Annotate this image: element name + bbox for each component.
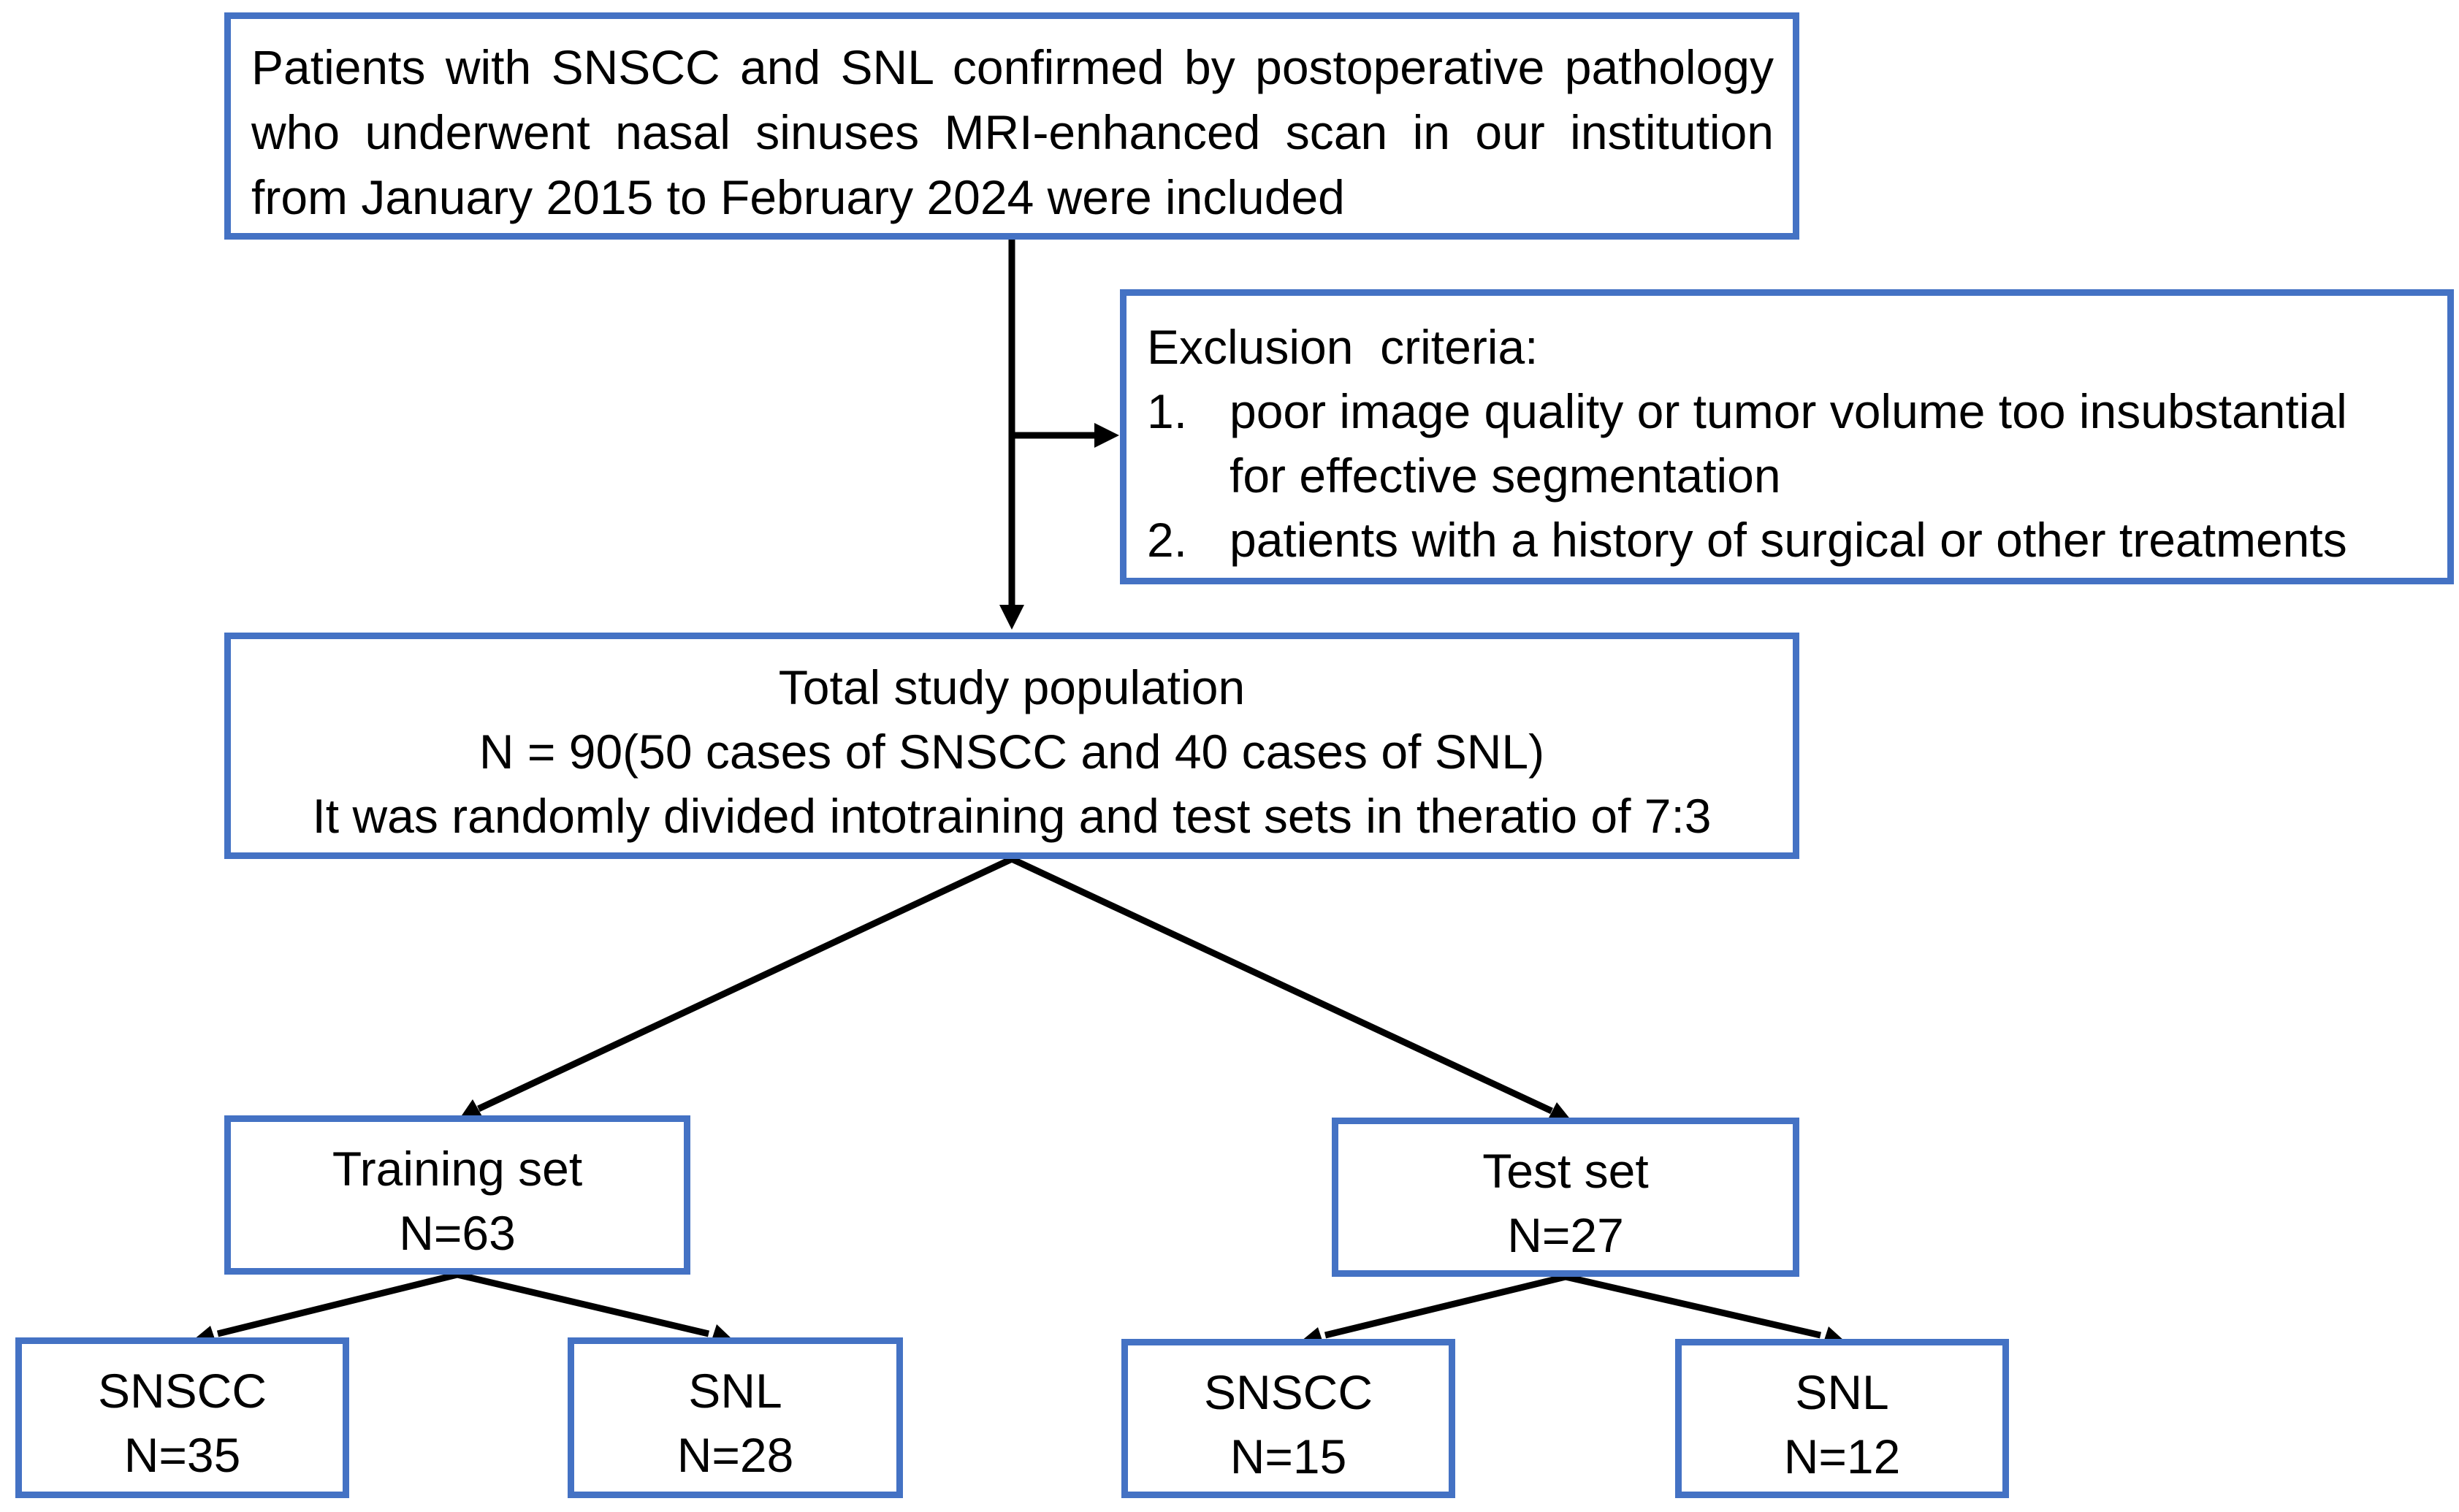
group-count: N=28 (676, 1428, 794, 1482)
inclusion-line: who underwent nasal sinuses MRI-enhanced… (251, 105, 1774, 159)
total-count: N = 90(50 cases of SNSCC and 40 cases of… (479, 725, 1545, 779)
exclusion-criteria-box: Exclusion criteria: 1. poor image qualit… (1120, 289, 2454, 584)
test-set-box: Test set N=27 (1332, 1118, 1799, 1277)
arrowhead (999, 605, 1024, 630)
group-label: SNL (1795, 1365, 1889, 1419)
total-to-test-arrow (1010, 855, 1553, 1115)
test-snscc-box: SNSCC N=15 (1121, 1339, 1455, 1498)
exclusion-item-number: 1. (1147, 384, 1188, 438)
group-count: N=15 (1230, 1429, 1347, 1484)
test-to-snscc-arrow (1324, 1273, 1567, 1339)
exclusion-item: 1. poor image quality or tumor volume to… (1147, 379, 2433, 443)
test-set-count: N=27 (1507, 1208, 1624, 1262)
training-set-title: Training set (332, 1142, 583, 1196)
test-snl-box: SNL N=12 (1675, 1339, 2009, 1498)
inclusion-criteria-box: Patients with SNSCC and SNL confirmed by… (224, 12, 1799, 240)
training-set-count: N=63 (399, 1206, 516, 1260)
training-snl-box: SNL N=28 (568, 1337, 903, 1498)
arrowhead (1094, 423, 1119, 448)
training-set-box: Training set N=63 (224, 1115, 690, 1275)
exclusion-item-text: patients with a history of surgical or o… (1230, 513, 2347, 567)
test-to-snl-arrow (1564, 1273, 1822, 1339)
exclusion-item-text: poor image quality or tumor volume too i… (1230, 384, 2347, 438)
inclusion-line: from January 2015 to February 2024 were … (251, 170, 1345, 224)
total-to-training-arrow (477, 855, 1013, 1112)
group-count: N=12 (1783, 1429, 1901, 1484)
test-set-title: Test set (1482, 1144, 1649, 1198)
training-to-snl-arrow (456, 1271, 710, 1337)
inclusion-line: Patients with SNSCC and SNL confirmed by… (251, 40, 1774, 94)
training-to-snscc-arrow (216, 1271, 459, 1337)
total-split: It was randomly divided intotraining and… (312, 789, 1712, 843)
exclusion-item-number: 2. (1147, 513, 1188, 567)
exclusion-item-text: for effective segmentation (1230, 448, 1781, 503)
exclusion-item: 2. patients with a history of surgical o… (1147, 508, 2433, 572)
training-snscc-box: SNSCC N=35 (15, 1337, 349, 1498)
group-label: SNSCC (1203, 1365, 1373, 1419)
group-count: N=35 (123, 1428, 241, 1482)
group-label: SNSCC (97, 1364, 267, 1418)
arrowhead (1547, 1102, 1571, 1120)
arrowhead (460, 1099, 483, 1118)
total-title: Total study population (778, 660, 1246, 714)
total-population-box: Total study population N = 90(50 cases o… (224, 633, 1799, 859)
exclusion-heading: Exclusion criteria: (1147, 320, 1539, 374)
group-label: SNL (688, 1364, 782, 1418)
